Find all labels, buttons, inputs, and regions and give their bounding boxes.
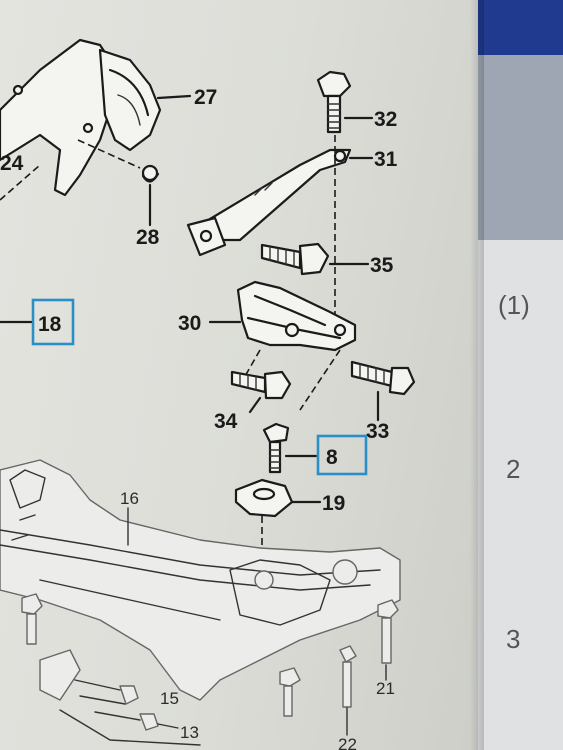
callout-21: 21	[376, 679, 395, 698]
callout-34: 34	[214, 410, 238, 433]
strut-bracket-31	[186, 148, 374, 257]
callout-22: 22	[338, 735, 357, 750]
callout-8: 8	[326, 446, 338, 469]
row-number-3: 3	[506, 624, 520, 654]
callout-24: 24	[0, 152, 24, 175]
reference-box-8[interactable]	[316, 434, 368, 476]
callout-18: 18	[38, 313, 62, 336]
callout-33: 33	[366, 420, 389, 443]
bolt-33	[350, 360, 416, 422]
callout-28: 28	[136, 226, 160, 249]
callout-19: 19	[322, 492, 345, 515]
bolt-8	[262, 422, 318, 474]
bolt-32	[316, 70, 374, 134]
header-band	[478, 0, 563, 55]
mount-bracket-30	[208, 280, 357, 411]
page-edge-shadow	[470, 0, 484, 750]
row-number-1: (1)	[498, 290, 530, 320]
column-header	[478, 55, 563, 240]
bolt-34	[230, 370, 292, 414]
row-number-2: 2	[506, 454, 520, 484]
callout-31: 31	[374, 148, 398, 171]
callout-15: 15	[160, 689, 179, 708]
upper-bracket-assembly	[0, 38, 192, 227]
callout-27: 27	[194, 86, 217, 109]
callout-32: 32	[374, 108, 397, 131]
callout-16: 16	[120, 489, 139, 508]
bolt-35	[260, 242, 370, 276]
callout-35: 35	[370, 254, 394, 277]
callout-30: 30	[178, 312, 201, 335]
reference-box-18[interactable]	[31, 298, 75, 346]
callout-13: 13	[180, 723, 199, 742]
lower-fasteners	[21, 593, 399, 746]
